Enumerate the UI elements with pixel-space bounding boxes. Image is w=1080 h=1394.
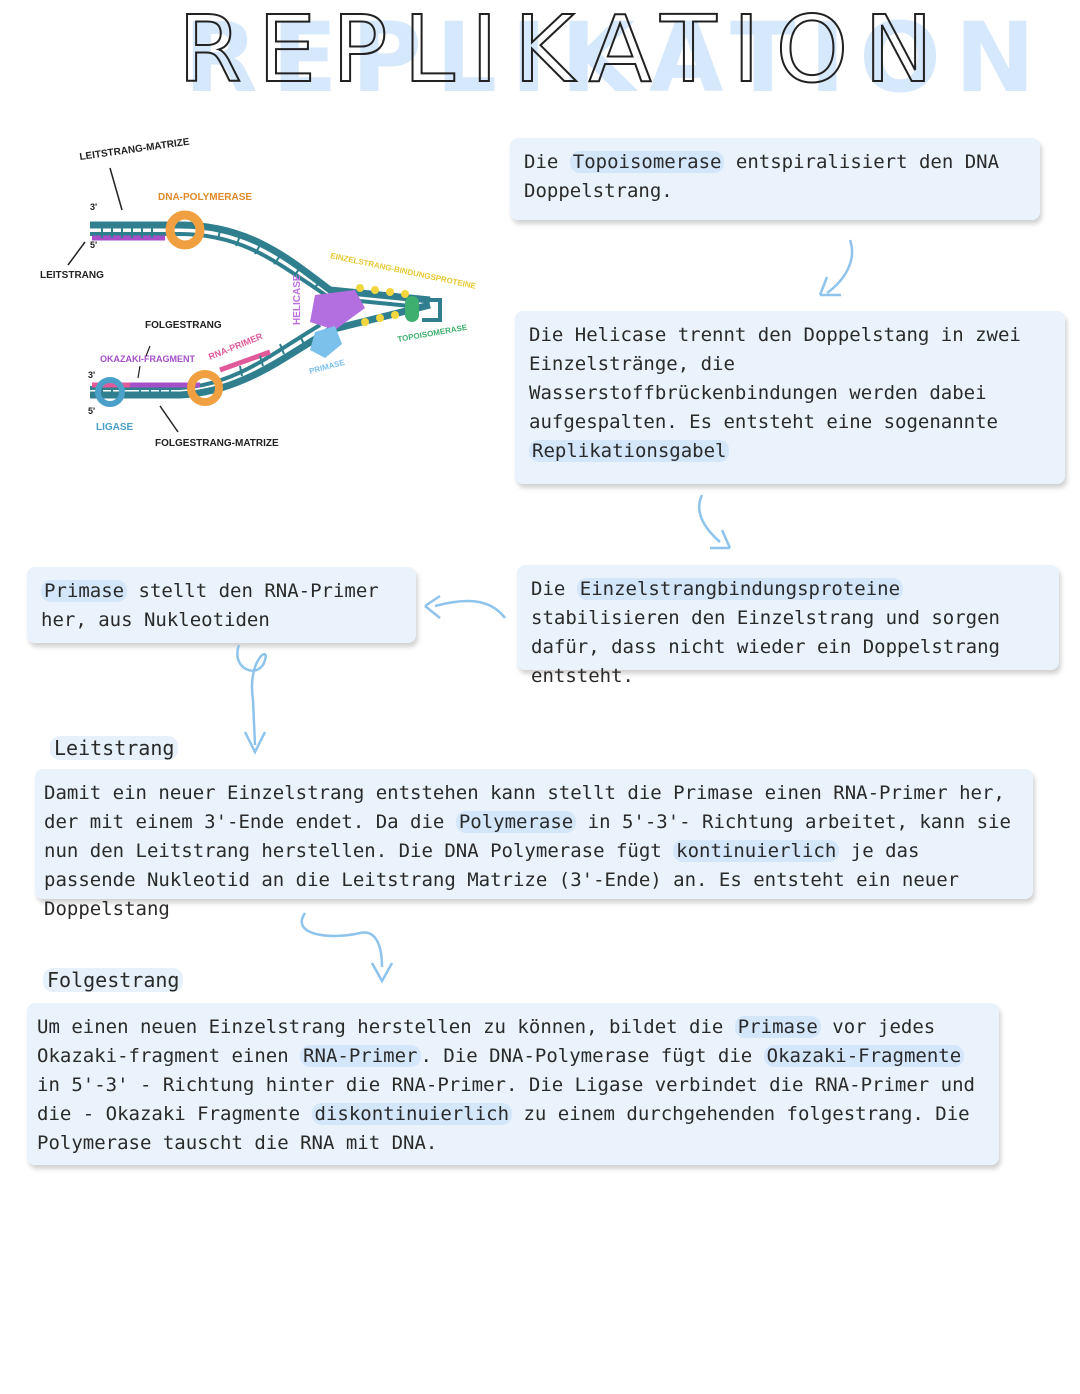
label-okazaki: OKAZAKI-FRAGMENT bbox=[100, 354, 195, 364]
primase-text: stellt den RNA-Primer her, aus Nukleotid… bbox=[41, 580, 379, 631]
arrow-down-1 bbox=[818, 239, 854, 297]
topo-text-2: entspiralisiert den DNA Doppelstrang. bbox=[524, 151, 1000, 202]
leitstrang-text-2: in 5'-3'- Richtung arbeitet, kann sie nu… bbox=[44, 811, 1011, 862]
arrow-down-4 bbox=[300, 912, 394, 984]
topoisomerase-box: Die Topoisomerase entspiralisiert den DN… bbox=[510, 138, 1040, 220]
leading-strand bbox=[90, 210, 431, 308]
leitstrang-heading: Leitstrang bbox=[50, 736, 179, 760]
replication-fork-diagram: LEITSTRANG-MATRIZE DNA-POLYMERASE 3' 5' … bbox=[40, 137, 478, 449]
leitstrang-heading-text: Leitstrang bbox=[50, 736, 179, 760]
ssb-text-1: Die bbox=[531, 578, 577, 600]
topo-highlight: Topoisomerase bbox=[569, 151, 725, 173]
folgestrang-highlight-3: Okazaki-Fragmente bbox=[763, 1045, 965, 1067]
folgestrang-highlight-4: diskontinuierlich bbox=[311, 1103, 513, 1125]
ssb-box: Die Einzelstrangbindungsproteine stabili… bbox=[517, 565, 1059, 687]
ligase-icon bbox=[95, 377, 125, 407]
primase-box: Primase stellt den RNA-Primer her, aus N… bbox=[27, 567, 416, 643]
folgestrang-heading-text: Folgestrang bbox=[43, 968, 184, 992]
helicase-box: Die Helicase trennt den Doppelstang in z… bbox=[515, 311, 1065, 484]
ligase-polymerase-icon bbox=[187, 370, 223, 406]
title-text: REPLIKATION bbox=[177, 0, 949, 104]
label-folgestrang-matrize: FOLGESTRANG-MATRIZE bbox=[155, 438, 279, 449]
arrow-left bbox=[424, 594, 506, 619]
leitstrang-text-1: Damit ein neuer Einzelstrang entstehen k… bbox=[44, 782, 1005, 833]
folgestrang-box: Um einen neuen Einzelstrang herstellen z… bbox=[27, 1003, 999, 1165]
title-shadow: REPLIKATION bbox=[184, 2, 1050, 114]
dna-polymerase-icon bbox=[165, 210, 205, 250]
label-helicase: HELICASE bbox=[292, 274, 303, 325]
folgestrang-text-5: zu einem durchgehenden folgestrang. Die … bbox=[37, 1103, 970, 1154]
leitstrang-text-3: je das passende Nukleotid an die Leitstr… bbox=[44, 840, 960, 920]
label-primase: PRIMASE bbox=[308, 358, 346, 376]
leitstrang-highlight-2: kontinuierlich bbox=[673, 840, 840, 862]
helicase-text: Die Helicase trennt den Doppelstang in z… bbox=[529, 324, 1021, 433]
label-5prime-top: 5' bbox=[90, 240, 97, 250]
helicase-highlight: Replikationsgabel bbox=[529, 440, 730, 462]
page-title: REPLIKATION REPLIKATION bbox=[170, 0, 1035, 114]
primase-highlight: Primase bbox=[41, 580, 128, 602]
label-3prime-top: 3' bbox=[90, 202, 97, 212]
topo-text-1: Die bbox=[524, 151, 570, 173]
label-3prime-bottom: 3' bbox=[88, 370, 95, 380]
folgestrang-text-4: in 5'-3' - Richtung hinter die RNA-Prime… bbox=[37, 1074, 975, 1125]
label-leitstrang-matrize: LEITSTRANG-MATRIZE bbox=[79, 137, 191, 163]
label-5prime-bottom: 5' bbox=[88, 406, 95, 416]
folgestrang-highlight-2: RNA-Primer bbox=[300, 1045, 421, 1067]
label-leitstrang: LEITSTRANG bbox=[40, 270, 104, 281]
leitstrang-box: Damit ein neuer Einzelstrang entstehen k… bbox=[35, 769, 1033, 920]
ssb-text-2: stabilisieren den Einzelstrang und sorge… bbox=[531, 607, 1000, 687]
ssb-highlight: Einzelstrangbindungsproteine bbox=[576, 578, 904, 600]
label-einzelstrang: EINZELSTRANG-BINDUNGSPROTEINE bbox=[330, 251, 478, 291]
leitstrang-highlight-1: Polymerase bbox=[455, 811, 577, 833]
arrow-down-3 bbox=[236, 644, 267, 755]
topoisomerase-icon bbox=[405, 296, 419, 322]
folgestrang-text-3: . Die DNA-Polymerase fügt die bbox=[420, 1045, 764, 1067]
label-ligase: LIGASE bbox=[96, 422, 134, 433]
label-folgestrang: FOLGESTRANG bbox=[145, 320, 222, 331]
folgestrang-text-1: Um einen neuen Einzelstrang herstellen z… bbox=[37, 1016, 735, 1038]
folgestrang-text-2: vor jedes Okazaki-fragment einen bbox=[37, 1016, 936, 1067]
folgestrang-highlight-1: Primase bbox=[734, 1016, 821, 1038]
label-dna-polymerase: DNA-POLYMERASE bbox=[158, 192, 252, 203]
primase-icon bbox=[310, 326, 342, 358]
ssb-proteins bbox=[356, 284, 409, 326]
label-topoisomerase: TOPOISOMERASE bbox=[397, 323, 469, 344]
helicase-icon bbox=[310, 290, 365, 330]
folgestrang-heading: Folgestrang bbox=[43, 968, 184, 992]
arrow-down-2 bbox=[697, 494, 732, 550]
